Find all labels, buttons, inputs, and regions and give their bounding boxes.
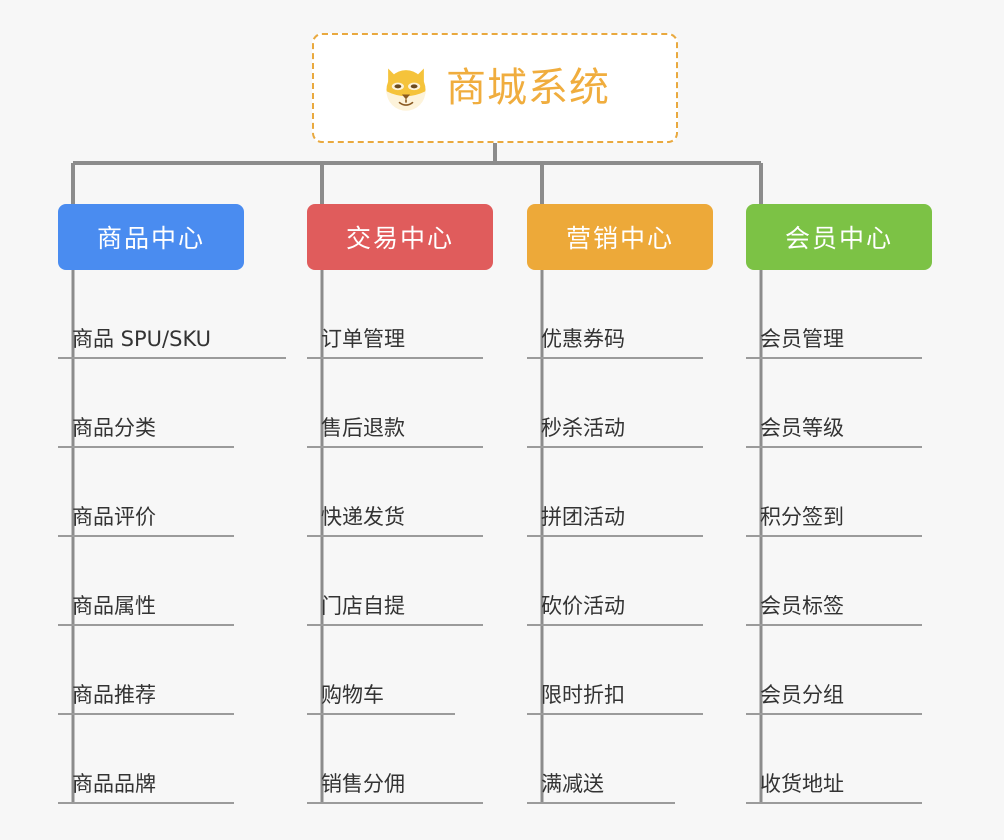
leaf-item[interactable]: 商品属性 [58,537,244,626]
category-label: 交易中心 [345,224,454,253]
leaf-item[interactable]: 砍价活动 [527,537,713,626]
leaf-label: 商品品牌 [58,772,234,804]
leaf-item[interactable]: 订单管理 [307,270,493,359]
root-node[interactable]: 商城系统 [312,33,678,143]
leaf-label: 限时折扣 [527,683,703,715]
category-column-3: 营销中心优惠券码秒杀活动拼团活动砍价活动限时折扣满减送 [527,204,713,804]
leaf-label: 会员分组 [746,683,922,715]
category-column-4: 会员中心会员管理会员等级积分签到会员标签会员分组收货地址 [746,204,932,804]
leaf-label: 会员标签 [746,594,922,626]
leaf-item[interactable]: 购物车 [307,626,493,715]
leaf-list: 商品 SPU/SKU 商品分类商品评价商品属性商品推荐商品品牌 [58,270,286,804]
category-card-3[interactable]: 营销中心 [527,204,713,270]
leaf-label: 商品评价 [58,505,234,537]
leaf-item[interactable]: 门店自提 [307,537,493,626]
leaf-item[interactable]: 商品推荐 [58,626,244,715]
leaf-item[interactable]: 商品品牌 [58,715,244,804]
leaf-label: 售后退款 [307,416,483,448]
category-column-1: 商品中心商品 SPU/SKU 商品分类商品评价商品属性商品推荐商品品牌 [58,204,286,804]
leaf-item[interactable]: 商品分类 [58,359,244,448]
leaf-item[interactable]: 收货地址 [746,715,932,804]
leaf-label: 商品推荐 [58,683,234,715]
leaf-label: 砍价活动 [527,594,703,626]
leaf-label: 满减送 [527,772,675,804]
leaf-item[interactable]: 秒杀活动 [527,359,713,448]
leaf-label: 商品 SPU/SKU [58,327,286,359]
leaf-label: 销售分佣 [307,772,483,804]
leaf-label: 拼团活动 [527,505,703,537]
leaf-label: 门店自提 [307,594,483,626]
leaf-item[interactable]: 快递发货 [307,448,493,537]
category-label: 商品中心 [96,224,205,253]
root-title: 商城系统 [446,65,610,111]
leaf-list: 优惠券码秒杀活动拼团活动砍价活动限时折扣满减送 [527,270,713,804]
leaf-item[interactable]: 限时折扣 [527,626,713,715]
leaf-label: 会员管理 [746,327,922,359]
leaf-label: 购物车 [307,683,455,715]
category-card-2[interactable]: 交易中心 [307,204,493,270]
leaf-item[interactable]: 优惠券码 [527,270,713,359]
shiba-dog-face-icon [386,68,426,111]
leaf-label: 商品属性 [58,594,234,626]
leaf-label: 秒杀活动 [527,416,703,448]
leaf-label: 商品分类 [58,416,234,448]
leaf-item[interactable]: 会员标签 [746,537,932,626]
leaf-label: 优惠券码 [527,327,703,359]
leaf-item[interactable]: 满减送 [527,715,713,804]
leaf-label: 订单管理 [307,327,483,359]
leaf-list: 会员管理会员等级积分签到会员标签会员分组收货地址 [746,270,932,804]
leaf-item[interactable]: 拼团活动 [527,448,713,537]
category-label: 会员中心 [784,224,893,253]
leaf-item[interactable]: 售后退款 [307,359,493,448]
leaf-list: 订单管理售后退款快递发货门店自提购物车销售分佣 [307,270,493,804]
leaf-item[interactable]: 商品 SPU/SKU [58,270,286,359]
leaf-item[interactable]: 会员分组 [746,626,932,715]
leaf-item[interactable]: 销售分佣 [307,715,493,804]
leaf-label: 积分签到 [746,505,922,537]
category-card-1[interactable]: 商品中心 [58,204,244,270]
leaf-item[interactable]: 积分签到 [746,448,932,537]
category-column-2: 交易中心订单管理售后退款快递发货门店自提购物车销售分佣 [307,204,493,804]
category-label: 营销中心 [565,224,674,253]
leaf-label: 会员等级 [746,416,922,448]
leaf-item[interactable]: 会员管理 [746,270,932,359]
leaf-label: 收货地址 [746,772,922,804]
category-card-4[interactable]: 会员中心 [746,204,932,270]
leaf-label: 快递发货 [307,505,483,537]
leaf-item[interactable]: 会员等级 [746,359,932,448]
leaf-item[interactable]: 商品评价 [58,448,244,537]
